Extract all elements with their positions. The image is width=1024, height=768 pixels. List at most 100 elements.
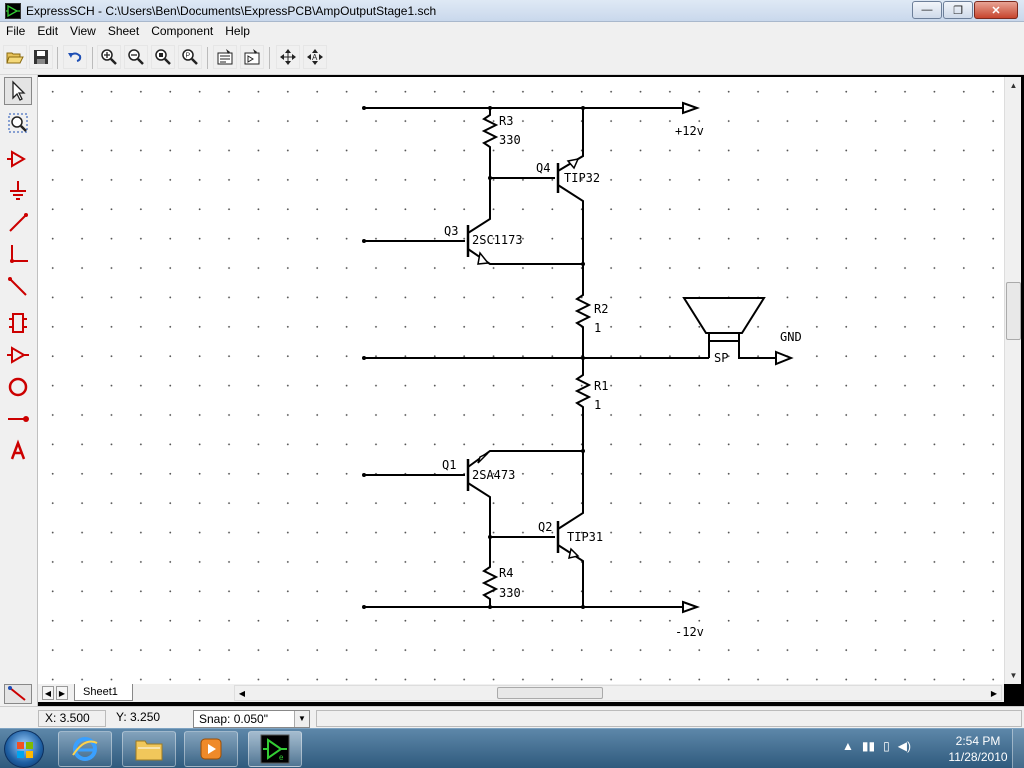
gnd-label: GND <box>780 330 802 344</box>
volume-icon[interactable]: ◀) <box>897 739 911 753</box>
q4-value-label: TIP32 <box>564 171 600 185</box>
move-button[interactable] <box>276 45 300 69</box>
open-button[interactable] <box>3 45 27 69</box>
text-tool[interactable] <box>4 437 32 465</box>
undo-icon <box>68 52 82 62</box>
bus-tool[interactable] <box>4 273 32 301</box>
toolbar: P A <box>0 41 1024 75</box>
network-icon[interactable]: ▮▮ <box>861 739 876 753</box>
show-desktop-button[interactable] <box>1012 729 1024 768</box>
zoom-fit-button[interactable] <box>151 45 175 69</box>
q3-value-label: 2SC1173 <box>472 233 523 247</box>
buffer-tool[interactable] <box>4 341 32 369</box>
snap-value: Snap: 0.050" <box>199 712 268 726</box>
system-tray: ▲ ▮▮ ▯ ◀) <box>842 739 911 753</box>
move-label-icon: A <box>307 49 323 65</box>
wire-corner-tool[interactable] <box>4 241 32 269</box>
media-player-icon <box>200 738 222 760</box>
clock-time: 2:54 PM <box>955 734 1001 748</box>
horizontal-scroll-thumb[interactable] <box>497 687 603 699</box>
taskbar-file-explorer[interactable] <box>122 731 176 767</box>
horizontal-scrollbar[interactable]: ◀ ▶ <box>234 685 1002 701</box>
vertical-scrollbar[interactable]: ▲ ▼ <box>1004 77 1021 684</box>
windows-logo-icon <box>17 742 33 758</box>
start-button[interactable] <box>4 730 44 768</box>
status-message-area <box>316 710 1022 727</box>
close-button[interactable]: ✕ <box>974 1 1018 19</box>
window-title: ExpressSCH - C:\Users\Ben\Documents\Expr… <box>26 4 437 18</box>
part-tool[interactable] <box>4 309 32 337</box>
ground-icon <box>10 181 26 200</box>
schematic-canvas[interactable]: R3 330 Q4 TIP32 Q3 2SC1173 R2 1 R1 1 Q1 … <box>38 77 1004 684</box>
properties-button[interactable] <box>213 45 237 69</box>
move-label-button[interactable]: A <box>303 45 327 69</box>
positive-supply-label: +12v <box>675 124 704 138</box>
svg-text:P: P <box>186 53 191 60</box>
menu-edit[interactable]: Edit <box>37 24 59 38</box>
chevron-down-icon[interactable]: ▼ <box>294 711 309 727</box>
taskbar-media-player[interactable] <box>184 731 238 767</box>
scroll-left-icon[interactable]: ◀ <box>238 688 246 698</box>
vertical-scroll-thumb[interactable] <box>1006 282 1021 340</box>
menu-help[interactable]: Help <box>225 24 250 38</box>
status-bar: X: 3.500 Y: 3.250 Snap: 0.050" ▼ <box>0 706 1024 728</box>
r2-ref-label: R2 <box>594 302 608 316</box>
circle-icon <box>8 377 28 397</box>
connection-dot-tool[interactable] <box>4 405 32 433</box>
q3-ref-label: Q3 <box>444 224 458 238</box>
show-hidden-icons-icon[interactable]: ▲ <box>842 739 854 753</box>
save-button[interactable] <box>29 45 53 69</box>
zoom-out-button[interactable] <box>124 45 148 69</box>
snap-select[interactable]: Snap: 0.050" ▼ <box>193 710 310 728</box>
zoom-page-icon: P <box>182 49 198 65</box>
ground-tool[interactable] <box>4 177 32 205</box>
zoom-in-button[interactable] <box>97 45 121 69</box>
left-tool-panel <box>0 75 38 706</box>
taskbar-internet-explorer[interactable] <box>58 731 112 767</box>
place-component-tool[interactable] <box>4 145 32 173</box>
component-properties-icon <box>244 49 260 65</box>
circle-tool[interactable] <box>4 373 32 401</box>
taskbar-clock[interactable]: 2:54 PM 11/28/2010 <box>940 733 1016 765</box>
move-icon <box>280 49 296 65</box>
menu-view[interactable]: View <box>70 24 96 38</box>
cursor-x-readout: X: 3.500 <box>38 710 106 727</box>
select-tool[interactable] <box>4 77 32 105</box>
save-icon <box>34 50 48 64</box>
menu-bar: File Edit View Sheet Component Help <box>0 22 1024 41</box>
zoom-out-icon <box>128 49 144 65</box>
undo-button[interactable] <box>63 45 87 69</box>
menu-component[interactable]: Component <box>151 24 214 38</box>
taskbar-expresssch[interactable]: e <box>248 731 302 767</box>
minimize-button[interactable]: — <box>912 1 942 19</box>
maximize-button[interactable]: ❐ <box>943 1 973 19</box>
zoom-page-button[interactable]: P <box>178 45 202 69</box>
select-icon <box>12 80 26 101</box>
zoom-area-tool[interactable] <box>4 109 32 137</box>
clock-date: 11/28/2010 <box>948 750 1008 764</box>
prev-sheet-icon[interactable]: ◀ <box>42 686 54 700</box>
scroll-up-icon[interactable]: ▲ <box>1009 81 1018 90</box>
wire-tool[interactable] <box>4 209 32 237</box>
menu-sheet[interactable]: Sheet <box>107 24 140 38</box>
next-sheet-icon[interactable]: ▶ <box>56 686 68 700</box>
zoom-area-icon <box>8 113 28 133</box>
bus-icon <box>8 277 27 296</box>
component-properties-button[interactable] <box>240 45 264 69</box>
text-icon <box>10 439 26 460</box>
app-icon <box>5 3 21 19</box>
scroll-right-icon[interactable]: ▶ <box>990 688 998 698</box>
sheet-tab-sheet1[interactable]: Sheet1 <box>74 684 133 701</box>
title-bar: ExpressSCH - C:\Users\Ben\Documents\Expr… <box>0 0 1024 22</box>
q1-value-label: 2SA473 <box>472 468 515 482</box>
q2-value-label: TIP31 <box>567 530 603 544</box>
schematic-drawing: R3 330 Q4 TIP32 Q3 2SC1173 R2 1 R1 1 Q1 … <box>362 101 802 639</box>
menu-file[interactable]: File <box>6 24 26 38</box>
negative-supply-label: -12v <box>675 625 704 639</box>
wire-corner-icon <box>10 245 28 263</box>
power-icon[interactable]: ▯ <box>883 739 890 753</box>
wire-tool-icon <box>8 686 26 701</box>
corner-tool-button[interactable] <box>4 684 32 704</box>
place-component-icon <box>7 150 26 168</box>
scroll-down-icon[interactable]: ▼ <box>1009 671 1018 680</box>
